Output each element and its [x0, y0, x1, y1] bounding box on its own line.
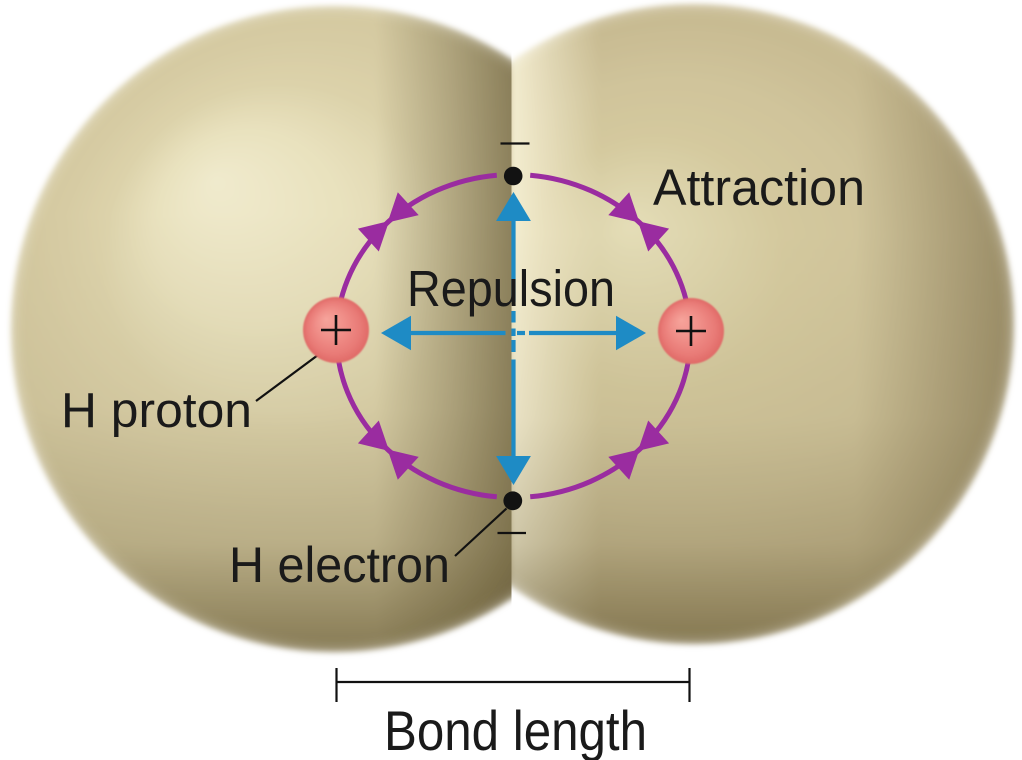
- svg-text:H electron: H electron: [229, 537, 450, 593]
- svg-text:Repulsion: Repulsion: [407, 260, 615, 317]
- svg-text:Attraction: Attraction: [653, 159, 865, 216]
- svg-text:H proton: H proton: [61, 384, 252, 438]
- svg-text:Bond length: Bond length: [384, 699, 647, 760]
